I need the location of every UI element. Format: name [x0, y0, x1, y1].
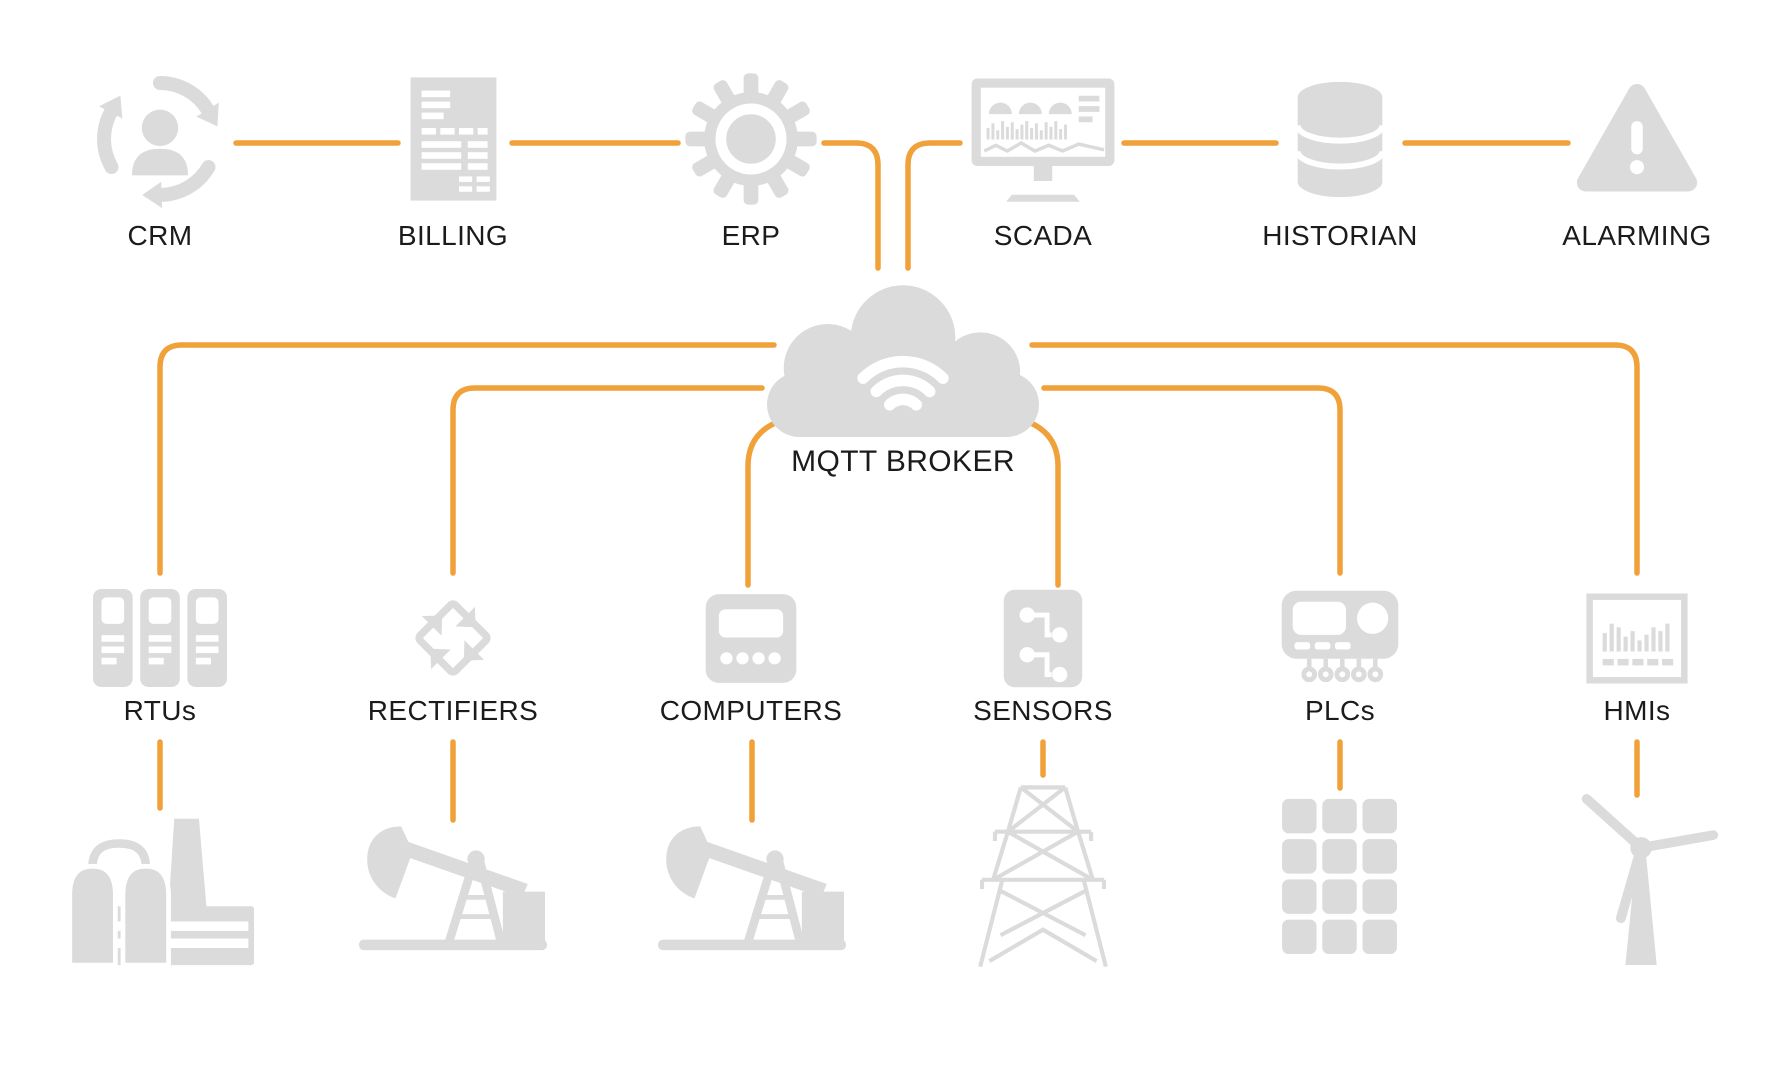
rtu-cabinets-icon — [91, 586, 229, 690]
rectifier-diamond-arrows-icon — [402, 586, 504, 690]
transmission-tower-icon — [969, 780, 1117, 979]
solar-panel-icon — [1280, 797, 1400, 960]
node-label: RECTIFIERS — [367, 695, 539, 726]
node-crm: CRM — [30, 64, 290, 252]
node-label: PLCs — [1304, 695, 1376, 726]
node-label: SCADA — [993, 220, 1093, 251]
erp-gear-icon — [684, 64, 818, 214]
node-label: ERP — [721, 220, 781, 251]
node-scada: SCADA — [913, 64, 1173, 252]
node-sensors: SENSORS — [913, 586, 1173, 727]
computer-terminal-icon — [700, 586, 802, 690]
wire-broker-hmis — [1029, 342, 1640, 576]
node-mqtt-broker: MQTT BROKER — [753, 280, 1053, 479]
node-erp: ERP — [621, 64, 881, 252]
node-computers: COMPUTERS — [621, 586, 881, 727]
node-label: CRM — [127, 220, 193, 251]
scada-monitor-icon — [968, 64, 1118, 214]
node-historian: HISTORIAN — [1210, 64, 1470, 252]
node-label: ALARMING — [1562, 220, 1712, 251]
node-billing: BILLING — [323, 64, 583, 252]
node-label: RTUs — [123, 695, 197, 726]
node-rectifiers: RECTIFIERS — [323, 586, 583, 727]
plc-controller-icon — [1278, 586, 1402, 690]
crm-user-sync-icon — [90, 64, 230, 214]
historian-database-icon — [1281, 64, 1399, 214]
oil-pumpjack-icon — [656, 790, 848, 958]
alarming-warning-icon — [1573, 64, 1701, 214]
node-rtus: RTUs — [30, 586, 290, 727]
mqtt-broker-cloud-wifi-icon — [767, 280, 1039, 442]
wind-turbine-icon — [1562, 752, 1728, 977]
wire-erp-broker — [821, 140, 881, 271]
hmi-panel-icon — [1585, 586, 1689, 690]
broker-label: MQTT BROKER — [791, 445, 1015, 478]
node-label: COMPUTERS — [659, 695, 843, 726]
oil-pumpjack-icon — [357, 790, 549, 958]
wire-broker-plcs — [1041, 385, 1343, 576]
node-alarming: ALARMING — [1507, 64, 1767, 252]
node-hmis: HMIs — [1507, 586, 1767, 727]
factory-refinery-icon — [60, 815, 260, 972]
node-label: HISTORIAN — [1262, 220, 1418, 251]
sensor-circuit-icon — [1000, 586, 1086, 690]
node-label: HMIs — [1603, 695, 1671, 726]
node-label: SENSORS — [973, 695, 1113, 726]
node-label: BILLING — [397, 220, 509, 251]
wire-scada-broker — [905, 140, 963, 271]
billing-invoice-icon — [404, 64, 503, 214]
wire-broker-rtus — [157, 342, 777, 576]
wire-broker-rectifiers — [450, 385, 765, 576]
node-plcs: PLCs — [1210, 586, 1470, 727]
